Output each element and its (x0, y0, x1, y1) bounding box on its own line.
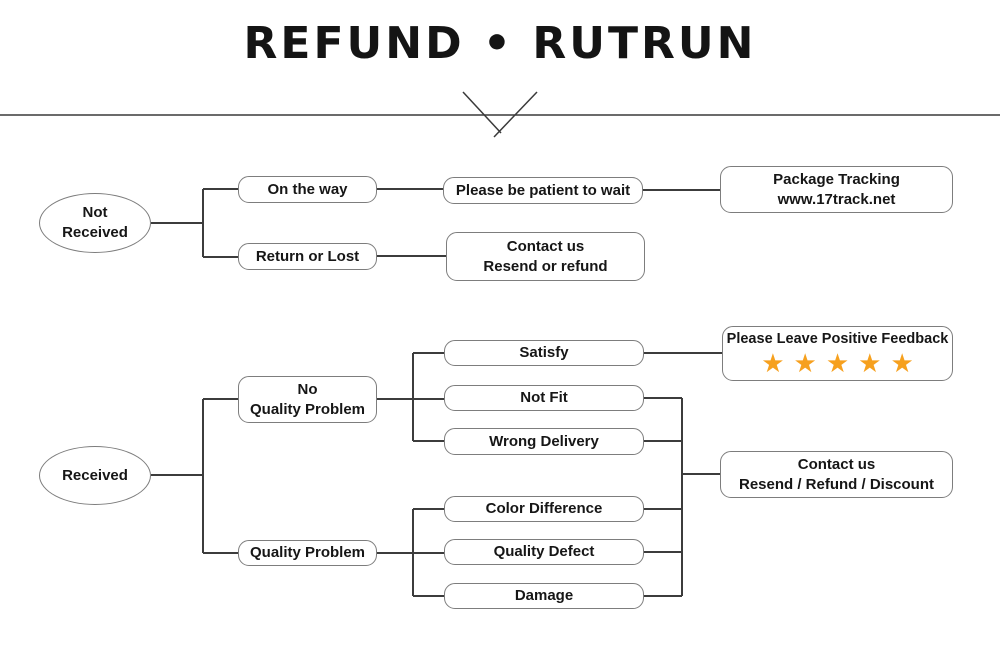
node-label-line1: Package Tracking (773, 170, 900, 188)
five-star-rating-icon: ★★★★★ (761, 348, 923, 379)
node-label: Not Fit (520, 389, 568, 407)
chevron-down-icon (462, 91, 538, 138)
node-label: Please be patient to wait (455, 181, 631, 199)
node-label-line1: Contact us (797, 455, 876, 473)
feedback-label: Please Leave Positive Feedback (726, 331, 949, 348)
node-no-quality-problem: No Quality Problem (238, 376, 377, 423)
node-label-line2: Resend or refund (483, 257, 608, 275)
node-please-be-patient: Please be patient to wait (443, 177, 643, 204)
node-return-or-lost: Return or Lost (238, 243, 377, 270)
node-received: Received (39, 446, 151, 505)
flow2-connectors (151, 352, 722, 597)
node-label-line2: Quality Problem (249, 400, 366, 418)
tracking-url: www.17track.net (777, 190, 896, 208)
node-label: Quality Problem (249, 544, 366, 562)
node-label: Damage (514, 587, 574, 605)
flow1-connectors (151, 188, 720, 258)
node-not-fit: Not Fit (444, 385, 644, 411)
node-label-line1: No (297, 380, 318, 398)
node-wrong-delivery: Wrong Delivery (444, 428, 644, 455)
node-label-line2: Resend / Refund / Discount (738, 475, 934, 493)
node-contact-resend-refund: Contact us Resend or refund (446, 232, 645, 281)
node-label: Return or Lost (255, 247, 360, 265)
node-label: Wrong Delivery (489, 432, 599, 450)
node-package-tracking: Package Tracking www.17track.net (720, 166, 953, 213)
node-not-received: Not Received (39, 193, 151, 253)
node-quality-problem: Quality Problem (238, 540, 377, 566)
node-contact-resend-refund-discount: Contact us Resend / Refund / Discount (720, 451, 953, 498)
node-on-the-way: On the way (238, 176, 377, 203)
node-quality-defect: Quality Defect (444, 539, 644, 565)
node-color-difference: Color Difference (444, 496, 644, 522)
node-label: Quality Defect (493, 543, 595, 561)
node-positive-feedback: Please Leave Positive Feedback ★★★★★ (722, 326, 953, 381)
node-label: Not Received (62, 204, 128, 241)
node-label: On the way (267, 180, 348, 198)
node-label-line1: Contact us (506, 237, 585, 255)
page-title: REFUND • RUTRUN (243, 18, 757, 69)
node-label: Satisfy (519, 344, 569, 362)
node-label: Received (62, 466, 128, 484)
node-damage: Damage (444, 583, 644, 609)
node-satisfy: Satisfy (444, 340, 644, 366)
node-label: Color Difference (485, 500, 603, 518)
